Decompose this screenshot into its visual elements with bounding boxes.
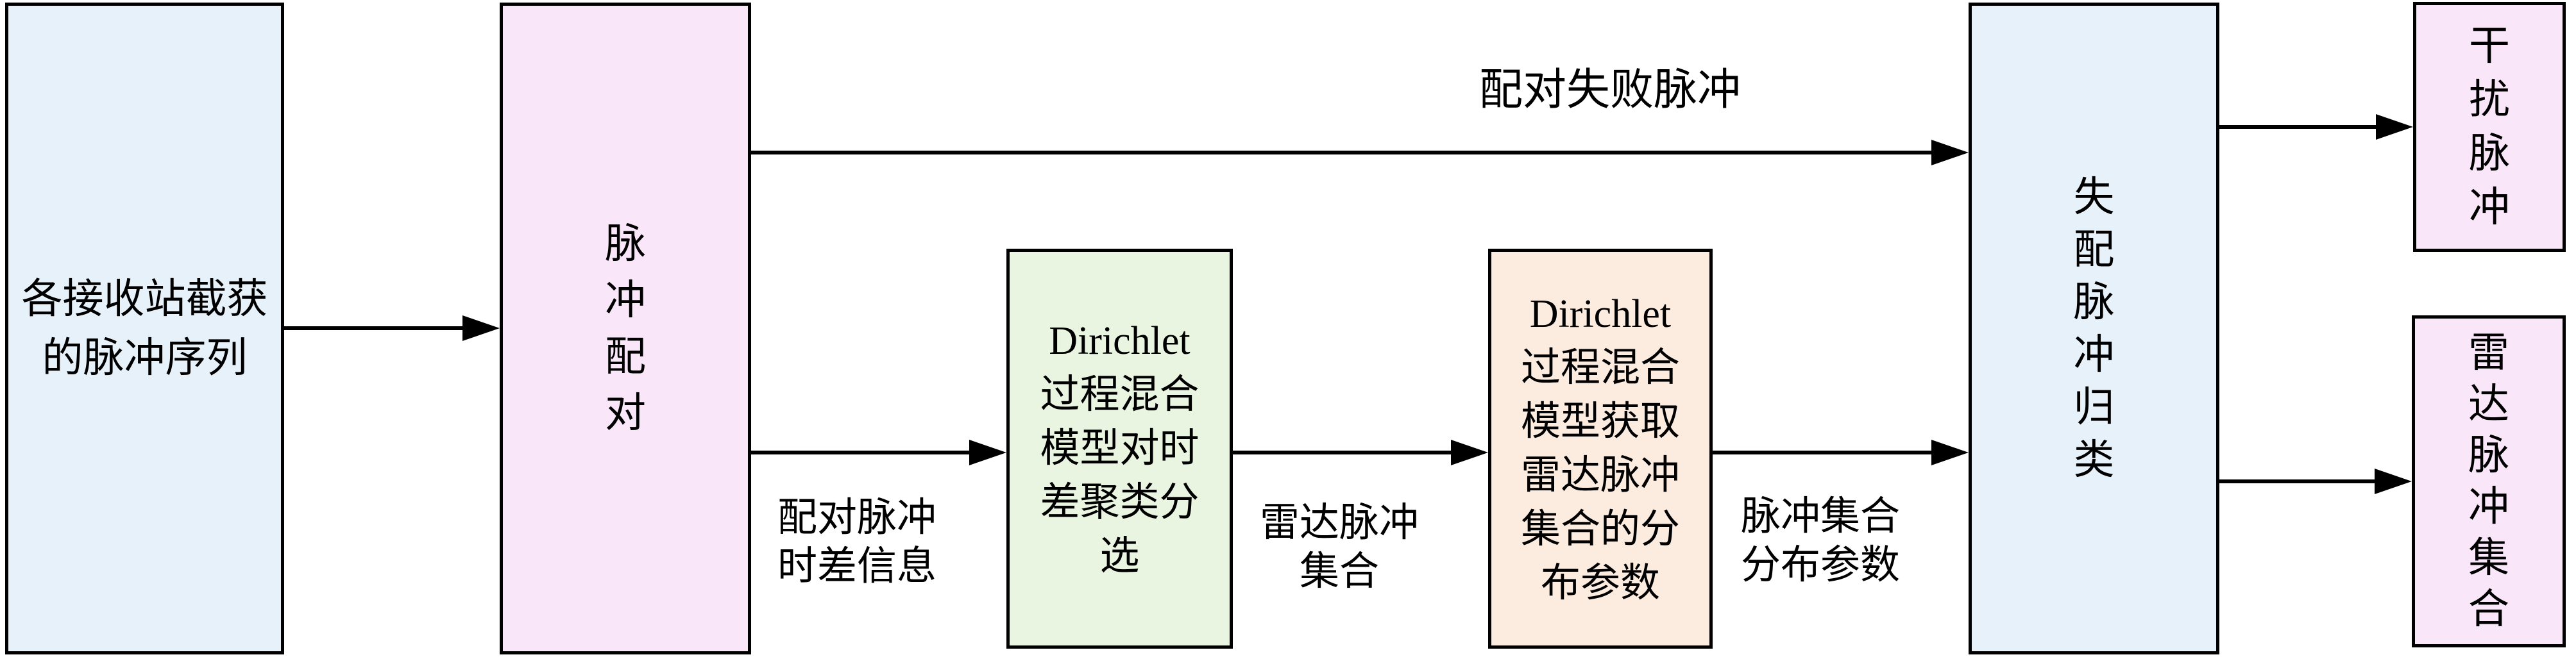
edge-label-radar-pulse-set: 雷达脉冲 集合 xyxy=(1259,501,1419,594)
dpmm-distribution-param-box: Dirichlet 过程混合 模型获取 雷达脉冲 集合的分 布参数 xyxy=(1488,249,1713,649)
arrowhead-right-icon xyxy=(462,315,500,341)
pulse-pairing-box: 脉 冲 配 对 xyxy=(500,3,751,654)
arrowhead-right-icon xyxy=(2376,114,2413,140)
arrowhead-right-icon xyxy=(1451,440,1488,465)
interference-pulse-label: 干 扰 脉 冲 xyxy=(2469,23,2510,230)
arrow-line xyxy=(751,451,974,454)
edge-label-pairing-failed-pulses: 配对失败脉冲 xyxy=(1479,65,1741,114)
edge-label-paired-pulse-tdoa-info: 配对脉冲 时差信息 xyxy=(777,496,936,588)
dpmm-tdoa-clustering-label: Dirichlet 过程混合 模型对时 差聚类分 选 xyxy=(1040,319,1199,578)
mismatched-pulse-classification-box: 失 配 脉 冲 归 类 xyxy=(1969,3,2219,654)
arrow-line xyxy=(284,326,468,330)
radar-pulse-set-box: 雷 达 脉 冲 集 合 xyxy=(2412,315,2566,647)
input-pulse-sequence-label: 各接收站截获 的脉冲序列 xyxy=(21,276,268,381)
arrow-line xyxy=(1713,451,1936,454)
input-pulse-sequence-box: 各接收站截获 的脉冲序列 xyxy=(5,3,284,654)
dpmm-tdoa-clustering-box: Dirichlet 过程混合 模型对时 差聚类分 选 xyxy=(1006,249,1233,649)
arrow-line xyxy=(2219,125,2381,129)
arrowhead-right-icon xyxy=(2375,469,2412,494)
arrow-line xyxy=(2219,479,2380,483)
arrow-line xyxy=(751,151,1936,154)
arrowhead-right-icon xyxy=(1931,140,1969,165)
edge-label-pulse-set-distribution-params: 脉冲集合 分布参数 xyxy=(1740,495,1900,587)
pulse-pairing-label: 脉 冲 配 对 xyxy=(605,220,646,436)
arrow-line xyxy=(1233,451,1456,454)
radar-pulse-set-label: 雷 达 脉 冲 集 合 xyxy=(2468,330,2509,632)
mismatched-pulse-classification-label: 失 配 脉 冲 归 类 xyxy=(2073,174,2115,483)
arrowhead-right-icon xyxy=(969,440,1006,465)
arrowhead-right-icon xyxy=(1931,440,1969,465)
dpmm-distribution-param-label: Dirichlet 过程混合 模型获取 雷达脉冲 集合的分 布参数 xyxy=(1520,292,1680,605)
interference-pulse-box: 干 扰 脉 冲 xyxy=(2413,2,2566,252)
